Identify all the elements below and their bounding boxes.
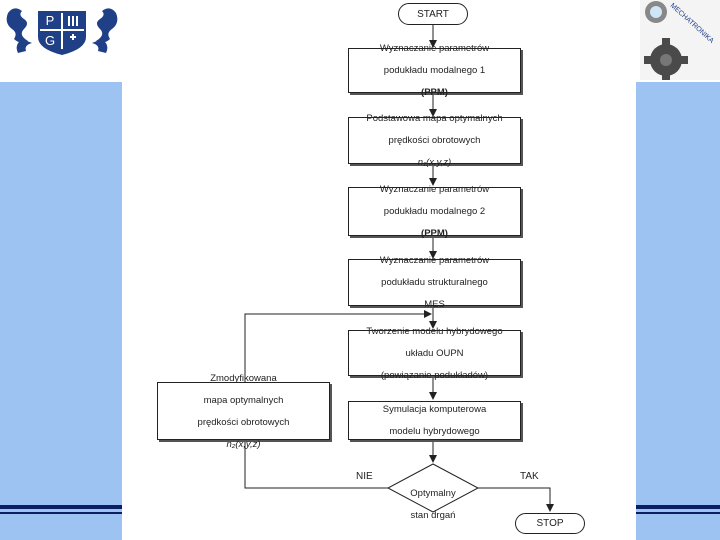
- step-mes-line2: podukładu strukturalnego: [381, 277, 488, 288]
- side-modified-map: Zmodyfikowana mapa optymalnych prędkości…: [157, 373, 330, 450]
- step-ppm2-line2: podukładu modalnego 2: [383, 206, 486, 217]
- step-ppm1-line1: Wyznaczanie parametrów: [379, 43, 490, 54]
- decision-line1: Optymalny: [410, 488, 456, 499]
- step-simulation: Symulacja komputerowa modelu hybrydowego: [348, 401, 521, 440]
- logo-letter-g: G: [45, 33, 55, 48]
- step-base-map: Podstawowa mapa optymalnych prędkości ob…: [348, 113, 521, 168]
- stop-terminal: STOP: [515, 513, 585, 534]
- step-mes-line3: MES: [424, 299, 445, 310]
- step-ppm2: Wyznaczanie parametrów podukładu modalne…: [348, 184, 521, 239]
- step-hybrid-line3: (powiązanie podukładów): [380, 369, 489, 381]
- side-line1: Zmodyfikowana: [210, 372, 277, 384]
- step-base-map-line2: prędkości obrotowych: [388, 135, 481, 146]
- decision-line2: stan drgań: [410, 510, 456, 521]
- step-hybrid-line2: układu OUPN: [405, 347, 464, 359]
- step-mes: Wyznaczanie parametrów podukładu struktu…: [348, 255, 521, 310]
- start-terminal: START: [398, 3, 468, 25]
- logo-letter-p: P: [46, 13, 55, 28]
- decision-text: Optymalny stan drgań: [398, 477, 468, 521]
- step-ppm1-line2: podukładu modalnego 1: [383, 65, 486, 76]
- step-ppm1: Wyznaczanie parametrów podukładu modalne…: [348, 43, 521, 98]
- step-ppm2-line3: (PPM): [421, 228, 448, 239]
- step-ppm2-line1: Wyznaczanie parametrów: [379, 184, 490, 195]
- gear-icon: MECHATRONIKA: [640, 0, 720, 80]
- step-base-map-line1: Podstawowa mapa optymalnych: [366, 113, 503, 124]
- side-line3: prędkości obrotowych: [197, 416, 290, 428]
- university-logo-icon: P G: [6, 8, 118, 55]
- step-simulation-line2: modelu hybrydowego: [389, 426, 480, 437]
- yes-label: TAK: [520, 471, 539, 482]
- no-label: NIE: [356, 471, 373, 482]
- step-simulation-line1: Symulacja komputerowa: [382, 404, 487, 415]
- mechatronika-logo: MECHATRONIKA: [640, 0, 720, 80]
- step-hybrid-model: Tworzenie modelu hybrydowego układu OUPN…: [348, 326, 521, 381]
- side-line2: mapa optymalnych: [203, 394, 284, 406]
- step-base-map-line3: n₁(x,y,z): [417, 157, 452, 168]
- step-ppm1-line3: (PPM): [421, 87, 448, 98]
- side-line4: n₂(x,y,z): [226, 438, 261, 450]
- step-mes-line1: Wyznaczanie parametrów: [379, 255, 490, 266]
- step-hybrid-line1: Tworzenie modelu hybrydowego: [366, 325, 503, 337]
